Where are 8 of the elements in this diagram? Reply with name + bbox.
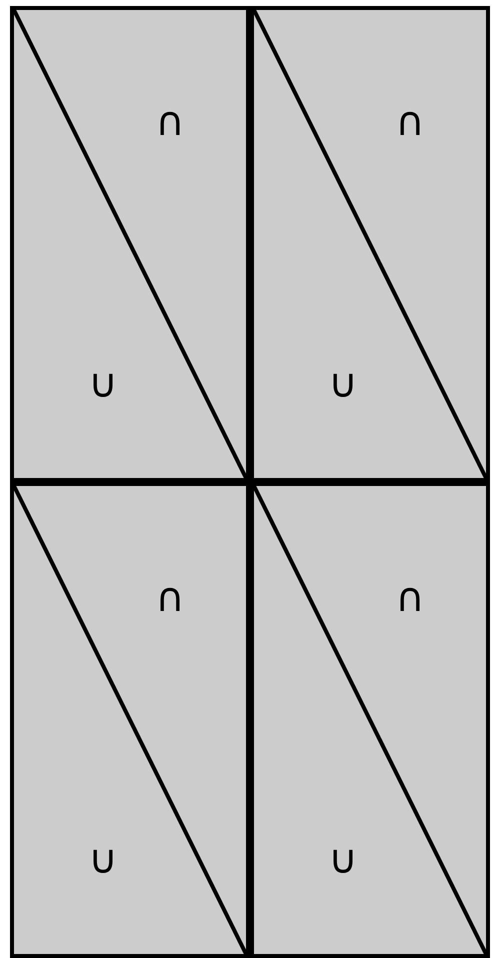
bottom-symbol: ∪ — [88, 840, 118, 880]
top-symbol: ∩ — [155, 102, 185, 142]
bottom-symbol: ∪ — [88, 364, 118, 404]
top-symbol: ∩ — [395, 102, 425, 142]
top-symbol: ∩ — [155, 578, 185, 618]
bottom-symbol: ∪ — [328, 364, 358, 404]
bottom-symbol: ∪ — [328, 840, 358, 880]
top-symbol: ∩ — [395, 578, 425, 618]
